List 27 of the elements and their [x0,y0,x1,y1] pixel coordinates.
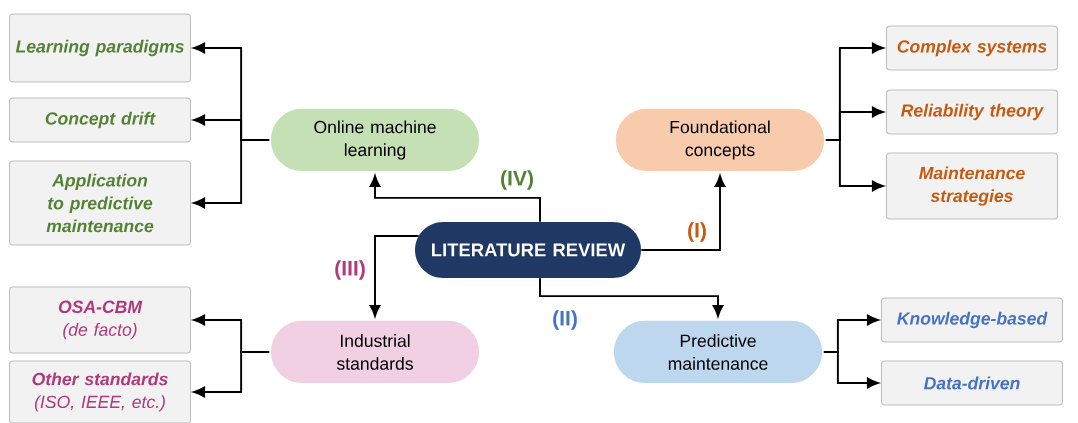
leaf-box: Reliability theory [885,89,1059,135]
edge-label: (III) [332,258,368,282]
arrow [193,139,271,209]
arrow [193,351,271,398]
leaf-box: Complex systems [885,25,1059,71]
leaf-box: Other standards (ISO, IEEE, etc.) [8,360,192,423]
topic-pill: Foundational concepts [614,107,826,173]
topic-pill: Industrial standards [269,319,481,385]
edge-label: (IV) [498,168,536,192]
edge-label: (II) [550,308,580,332]
arrow [539,277,724,317]
edge-label: (I) [685,220,709,244]
leaf-box: Learning paradigms [8,13,192,83]
arrow [369,235,420,317]
leaf-box: Data-driven [880,360,1064,406]
leaf-box: Concept drift [8,97,192,143]
leaf-box: Application to predictive maintenance [8,160,192,246]
arrow [640,175,726,251]
arrow [824,139,884,192]
topic-pill: Predictive maintenance [612,319,824,385]
leaf-box: OSA-CBM (de facto) [8,286,192,354]
arrow [822,351,879,389]
root-pill: LITERATURE REVIEW [415,222,641,278]
topic-pill: Online machine learning [269,107,481,173]
arrow [369,175,541,223]
leaf-box: Knowledge-based [880,297,1064,343]
leaf-box: Maintenance strategies [885,152,1059,220]
